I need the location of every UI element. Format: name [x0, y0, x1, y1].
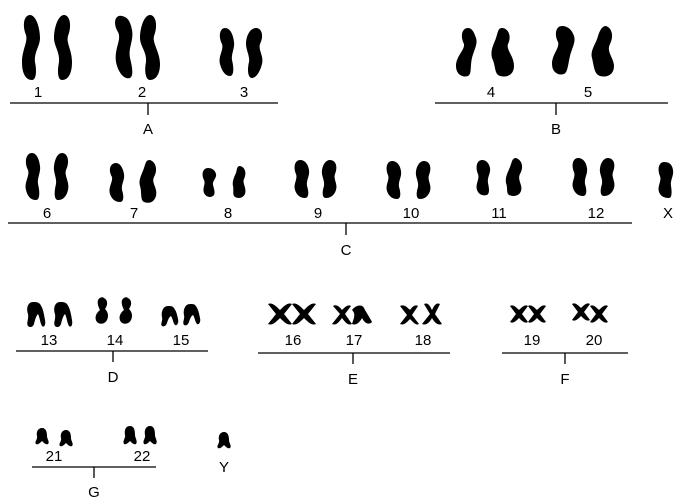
chromosome-pair-8	[202, 166, 246, 198]
chromosome-number-y: Y	[219, 459, 229, 476]
chromosome-pair-17	[332, 305, 372, 325]
group-label-f: F	[560, 371, 569, 388]
chromosome-number-15: 15	[173, 332, 190, 349]
chromosome-pair-12	[572, 158, 615, 196]
chromosome-number-18: 18	[415, 332, 432, 349]
chromosome-pair-18	[400, 303, 442, 325]
chromosome-pair-21	[35, 428, 73, 447]
chromosome-number-2: 2	[138, 84, 146, 101]
chromosome-pair-6	[25, 153, 69, 200]
chromosome-pair-20	[572, 303, 608, 323]
group-b-ruler	[435, 102, 668, 115]
group-label-a: A	[143, 121, 153, 138]
chromosome-number-17: 17	[346, 332, 363, 349]
chromosome-pair-15	[161, 304, 201, 327]
chromosome-number-4: 4	[487, 84, 495, 101]
group-label-e: E	[348, 371, 358, 388]
chromosome-number-14: 14	[107, 332, 124, 349]
group-a-ruler	[10, 102, 278, 115]
group-e-ruler	[258, 352, 450, 364]
chromosome-pair-22	[123, 426, 157, 445]
group-label-b: B	[551, 121, 561, 138]
chromosome-pair-5	[552, 26, 614, 77]
group-g-ruler	[32, 466, 156, 478]
chromosome-number-16: 16	[285, 332, 302, 349]
chromosome-number-7: 7	[130, 205, 138, 222]
chromosome-pair-11	[476, 158, 523, 196]
chromosome-number-13: 13	[41, 332, 58, 349]
chromosome-number-11: 11	[491, 205, 507, 222]
chromosome-number-9: 9	[314, 205, 322, 222]
chromosome-pair-4	[456, 28, 514, 77]
chromosome-pair-19	[510, 305, 546, 323]
chromosome-number-20: 20	[586, 332, 603, 349]
chromosome-number-22: 22	[134, 448, 151, 465]
chromosome-number-21: 21	[46, 448, 63, 465]
group-label-c: C	[341, 242, 352, 259]
chromosome-pair-16	[268, 303, 316, 325]
group-c-ruler	[8, 222, 632, 235]
chromosome-pair-1	[22, 15, 72, 80]
chromosome-number-6: 6	[43, 205, 51, 222]
chromosome-pair-13	[27, 302, 73, 328]
group-d-ruler	[16, 350, 208, 362]
chromosome-number-x: X	[663, 205, 673, 222]
group-f-ruler	[502, 352, 628, 364]
group-label-g: G	[88, 484, 100, 501]
chromosome-pair-9	[294, 160, 337, 198]
chromosome-pair-2	[115, 15, 160, 80]
chromosome-y	[217, 432, 231, 449]
chromosome-pair-3	[219, 28, 263, 78]
chromosome-number-3: 3	[240, 84, 248, 101]
chromosome-number-19: 19	[524, 332, 541, 349]
chromosome-pair-7	[109, 160, 157, 203]
chromosome-x	[658, 162, 674, 198]
chromosome-number-1: 1	[34, 84, 42, 101]
chromosome-number-12: 12	[588, 205, 605, 222]
chromosome-pair-10	[386, 161, 431, 199]
chromosome-pair-14	[95, 297, 133, 324]
chromosome-number-10: 10	[403, 205, 420, 222]
group-label-d: D	[108, 369, 119, 386]
chromosome-number-8: 8	[224, 205, 232, 222]
chromosome-number-5: 5	[584, 84, 592, 101]
